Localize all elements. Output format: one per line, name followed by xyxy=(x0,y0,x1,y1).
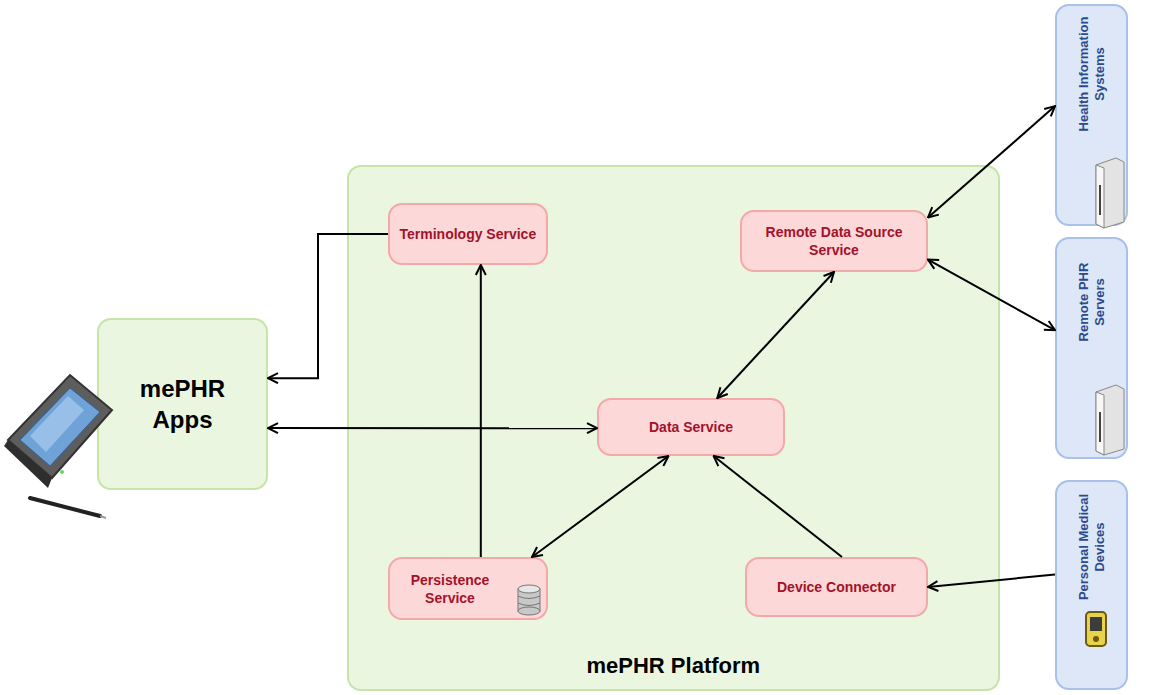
region-title: mePHR Platform xyxy=(587,653,761,679)
external-system-box: Health Information Systems xyxy=(1055,4,1128,226)
connector-arrow xyxy=(714,456,842,557)
connector-arrow xyxy=(928,106,1055,217)
box-label: Remote Data Source Service xyxy=(750,223,918,259)
platform-region: mePHR Platform Terminology Service Remote … xyxy=(347,165,1000,691)
vertical-label: Personal Medical Devices xyxy=(1076,487,1108,607)
service-box: Persistence Service xyxy=(388,557,548,620)
box-label: Terminology Service xyxy=(400,225,537,243)
service-box: Data Service xyxy=(597,398,785,456)
external-system-box: Remote PHR Servers xyxy=(1055,237,1128,459)
server-icon xyxy=(1096,385,1124,455)
vertical-label: Health Information Systems xyxy=(1076,4,1108,144)
connector-arrow xyxy=(268,234,388,378)
connector-arrow xyxy=(717,272,834,398)
connector-arrow xyxy=(268,427,597,429)
connector-arrow xyxy=(928,260,1055,331)
tablet-icon xyxy=(4,375,112,518)
external-system-box: Personal Medical Devices xyxy=(1055,480,1128,690)
connector-arrow xyxy=(480,265,482,557)
device-icon xyxy=(1086,612,1106,646)
vertical-label: Remote PHR Servers xyxy=(1076,237,1108,367)
server-icon xyxy=(1096,158,1124,228)
box-label: Persistence Service xyxy=(400,571,500,607)
service-box: Terminology Service xyxy=(388,203,548,265)
service-box: Remote Data Source Service xyxy=(740,210,928,272)
box-label: Device Connector xyxy=(777,578,896,596)
app-box: mePHR Apps xyxy=(97,318,268,490)
connector-arrow xyxy=(532,456,668,557)
box-label: Data Service xyxy=(649,418,733,436)
database-icon xyxy=(518,585,540,615)
service-box: Device Connector xyxy=(745,557,928,617)
connector-arrow xyxy=(928,575,1055,588)
box-label: mePHR Apps xyxy=(128,373,238,435)
